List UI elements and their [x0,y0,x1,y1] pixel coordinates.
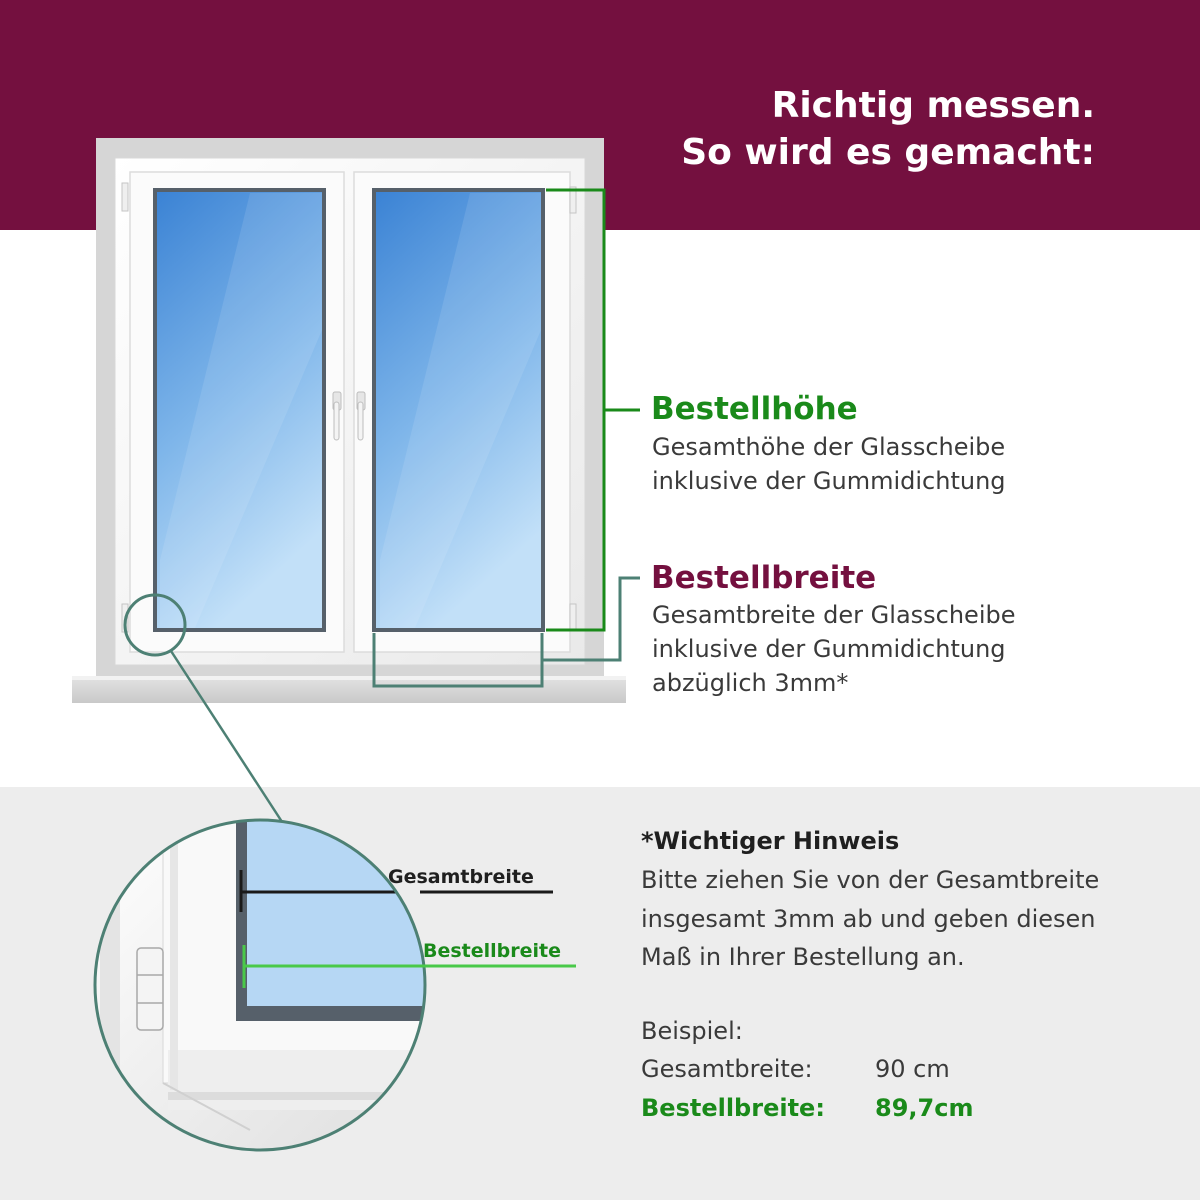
order-width-line-2: inklusive der Gummidichtung [652,635,1006,663]
example-total-value: 90 cm [875,1055,950,1083]
note-line-1: Bitte ziehen Sie von der Gesamtbreite [641,866,1100,894]
title-line-2: So wird es gemacht: [681,132,1095,173]
example-total-label: Gesamtbreite: [641,1055,813,1083]
magnifier-small-circle [123,593,187,657]
detail-label-total-width: Gesamtbreite [388,866,534,888]
width-leader-line [542,576,640,662]
note-heading: *Wichtiger Hinweis [641,827,900,855]
window-handles [332,391,366,441]
example-label: Beispiel: [641,1017,743,1045]
order-height-description: Gesamthöhe der Glasscheibe inklusive der… [652,430,1006,498]
title-line-1: Richtig messen. [771,85,1095,126]
window-sill [72,676,626,703]
glass-reflection [160,193,322,628]
magnifier-connector-line [169,650,288,829]
order-height-heading: Bestellhöhe [651,391,858,427]
note-line-3: Maß in Ihrer Bestellung an. [641,943,965,971]
note-line-2: insgesamt 3mm ab und geben diesen [641,904,1096,933]
order-width-heading: Bestellbreite [651,560,877,596]
order-width-line-1: Gesamtbreite der Glasscheibe [652,601,1016,629]
example-order-label: Bestellbreite: [641,1094,825,1122]
detail-zoom-circle-outline [93,818,427,1152]
example-order-value: 89,7cm [875,1094,974,1122]
order-height-line-1: Gesamthöhe der Glasscheibe [652,433,1006,461]
order-height-line-2: inklusive der Gummidichtung [652,467,1006,495]
glass-reflection [380,193,541,628]
order-width-description: Gesamtbreite der Glasscheibe inklusive d… [652,598,1016,700]
detail-label-order-width: Bestellbreite [423,940,562,962]
note-body: Bitte ziehen Sie von der Gesamtbreite in… [641,861,1099,977]
right-glass-pane [372,188,545,632]
left-glass-pane [153,188,326,632]
window-sill-edge [72,676,626,680]
order-width-line-3: abzüglich 3mm* [652,669,849,697]
page-title: Richtig messen. So wird es gemacht: [535,82,1095,176]
